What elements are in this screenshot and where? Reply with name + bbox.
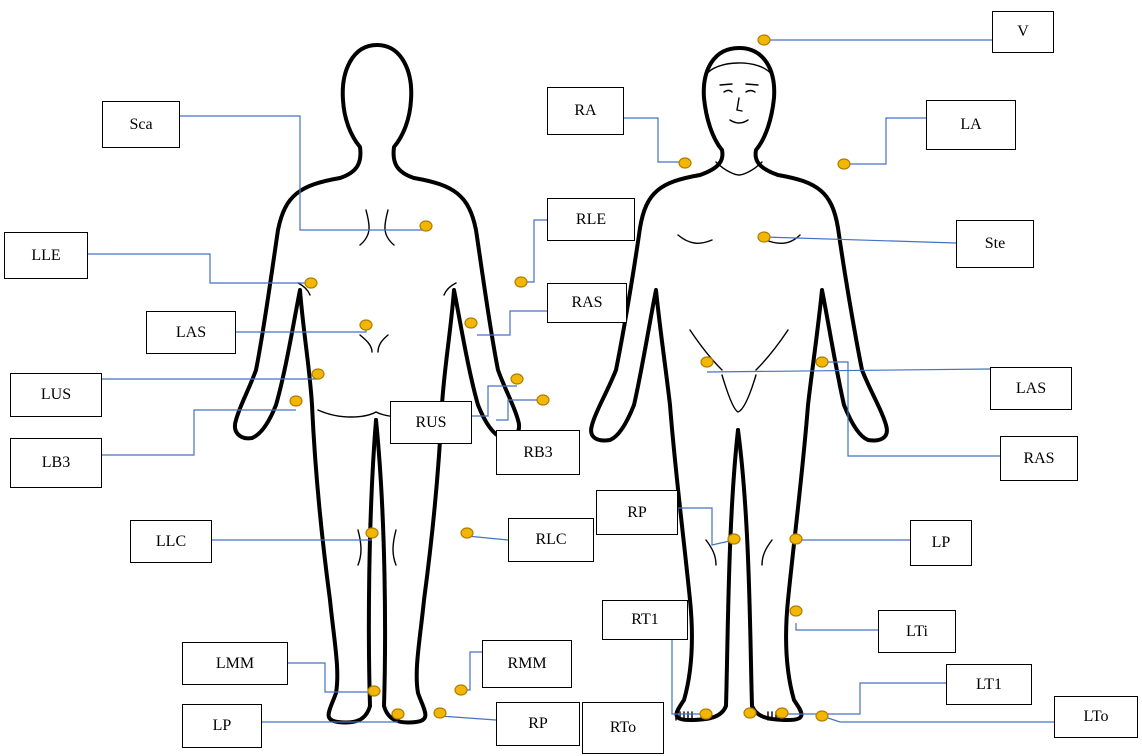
marker-rus (511, 374, 523, 384)
leader-lti (796, 623, 878, 630)
label-lp-back: LP (182, 704, 262, 748)
marker-rb3 (537, 395, 549, 405)
marker-la (838, 159, 850, 169)
marker-rp-back (434, 708, 446, 718)
label-rus: RUS (390, 401, 472, 444)
marker-las-front (701, 357, 713, 367)
leader-lb3 (102, 410, 296, 455)
leader-lle (88, 254, 311, 283)
label-rb3: RB3 (496, 430, 580, 475)
marker-rle (515, 277, 527, 287)
back-view-leaders (88, 116, 547, 722)
label-las-front: LAS (990, 367, 1072, 410)
leader-rp-back (440, 716, 496, 720)
label-rp-back: RP (496, 702, 580, 746)
label-rle: RLE (547, 198, 635, 241)
back-head-outline (340, 45, 414, 178)
label-ste: Ste (956, 220, 1034, 268)
marker-rt1 (700, 709, 712, 719)
leader-ras-front (822, 362, 1000, 456)
leader-lto (822, 716, 1054, 722)
leader-la (844, 118, 926, 164)
marker-ste (758, 232, 770, 242)
back-view-figure (235, 45, 519, 722)
leader-lt1 (782, 683, 946, 714)
marker-ras-front (816, 357, 828, 367)
label-lt1: LT1 (946, 664, 1032, 705)
marker-lp-back (392, 709, 404, 719)
label-lti: LTi (878, 610, 956, 653)
leader-lmm (288, 663, 372, 692)
label-lus: LUS (10, 373, 102, 417)
marker-lto (816, 711, 828, 721)
label-llc: LLC (130, 520, 212, 563)
back-left-side-outline (235, 178, 376, 722)
label-lmm: LMM (182, 642, 288, 685)
label-rt1: RT1 (602, 600, 688, 640)
label-rp-front: RP (596, 490, 678, 535)
marker-lus (312, 369, 324, 379)
marker-llc (366, 528, 378, 538)
marker-rlc (461, 528, 473, 538)
marker-v (758, 35, 770, 45)
marker-lti (790, 606, 802, 616)
label-las-back: LAS (146, 311, 236, 354)
label-sca: Sca (102, 101, 180, 148)
label-ras-back: RAS (547, 283, 627, 323)
marker-lb3 (290, 396, 302, 406)
marker-lp-front (790, 534, 802, 544)
marker-lt1-a (744, 708, 756, 718)
marker-ras-back (465, 318, 477, 328)
leader-rlc (467, 536, 508, 540)
marker-rp-front (728, 534, 740, 544)
marker-rmm (455, 685, 467, 695)
marker-ra (679, 158, 691, 168)
front-face-detail (706, 63, 772, 123)
leader-sca (180, 116, 426, 230)
label-lb3: LB3 (10, 438, 102, 488)
leader-ra (624, 118, 685, 162)
front-torso-detail (678, 162, 800, 565)
label-ra: RA (547, 87, 624, 135)
marker-lmm (368, 686, 380, 696)
marker-sca (420, 221, 432, 231)
marker-las-back (360, 320, 372, 330)
front-head-outline (700, 48, 778, 175)
marker-lt1-b (776, 708, 788, 718)
label-la: LA (926, 100, 1016, 150)
label-lp-front: LP (910, 520, 972, 566)
label-rmm: RMM (482, 640, 572, 688)
label-lle: LLE (4, 232, 88, 279)
leader-rmm (461, 652, 482, 690)
label-ras-front: RAS (1000, 436, 1078, 481)
label-rto: RTo (582, 702, 664, 754)
front-right-side-outline (738, 175, 887, 720)
label-rlc: RLC (508, 518, 594, 562)
leader-rle (521, 220, 547, 282)
leader-las-back (236, 325, 366, 332)
leader-rb3 (496, 400, 543, 420)
label-v: V (992, 11, 1054, 53)
marker-lle (305, 278, 317, 288)
label-lto: LTo (1054, 696, 1138, 738)
